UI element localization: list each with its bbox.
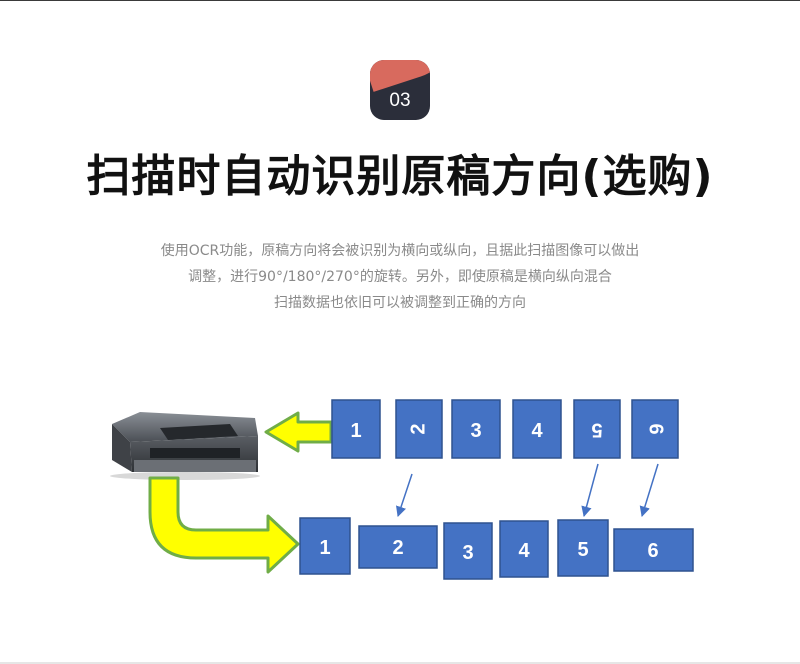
section-number: 03: [389, 90, 411, 111]
input-pages: 1 2 3 4 5 6: [331, 399, 679, 459]
output-page-1: [299, 517, 351, 575]
output-page-6-label: 6: [647, 540, 658, 562]
output-page-6: [613, 528, 694, 572]
input-page-5: [573, 399, 621, 459]
rotate-arrow-page-6: [639, 463, 659, 518]
input-page-3-label: 3: [470, 420, 481, 442]
input-page-2: [395, 399, 443, 459]
output-page-3: [443, 522, 493, 580]
orientation-diagram: 1 2 3 4 5 6 1 2 3 4 5 6: [110, 399, 694, 580]
input-page-4: [512, 399, 562, 459]
input-page-2-label: 2: [407, 423, 429, 434]
bottom-divider: [0, 662, 800, 664]
badge-accent-band: [370, 60, 430, 92]
scanner-illustration: [110, 412, 260, 480]
page-title: 扫描时自动识别原稿方向(选购): [86, 151, 714, 202]
input-page-1-label: 1: [350, 420, 361, 442]
input-page-3: [451, 399, 501, 459]
output-page-3-label: 3: [462, 542, 473, 564]
rotate-arrow-page-5: [581, 463, 599, 518]
output-page-2: [358, 525, 438, 569]
feature-description: 使用OCR功能，原稿方向将会被识别为横向或纵向，且据此扫描图像可以做出 调整，进…: [80, 238, 720, 316]
output-arrow: [148, 476, 300, 574]
input-page-6: [631, 399, 679, 459]
rotate-arrow-page-2: [396, 473, 413, 517]
output-pages: 1 2 3 4 5 6: [299, 517, 694, 580]
output-page-5-label: 5: [577, 539, 588, 561]
output-page-4-label: 4: [518, 540, 530, 562]
input-page-4-label: 4: [531, 420, 543, 442]
output-page-4: [499, 520, 549, 578]
section-number-badge: 03: [370, 60, 430, 120]
input-page-1: [331, 399, 381, 459]
input-page-6-label: 6: [645, 423, 667, 434]
output-page-1-label: 1: [319, 537, 330, 559]
description-line-2: 调整，进行90°/180°/270°的旋转。另外，即使原稿是横向纵向混合: [188, 269, 612, 285]
output-page-2-label: 2: [392, 537, 403, 559]
input-page-5-label: 5: [591, 419, 602, 441]
feed-arrow: [264, 411, 333, 453]
description-line-3: 扫描数据也依旧可以被调整到正确的方向: [274, 295, 526, 311]
top-divider: [0, 0, 800, 1]
output-page-5: [557, 519, 609, 577]
description-line-1: 使用OCR功能，原稿方向将会被识别为横向或纵向，且据此扫描图像可以做出: [160, 243, 640, 259]
